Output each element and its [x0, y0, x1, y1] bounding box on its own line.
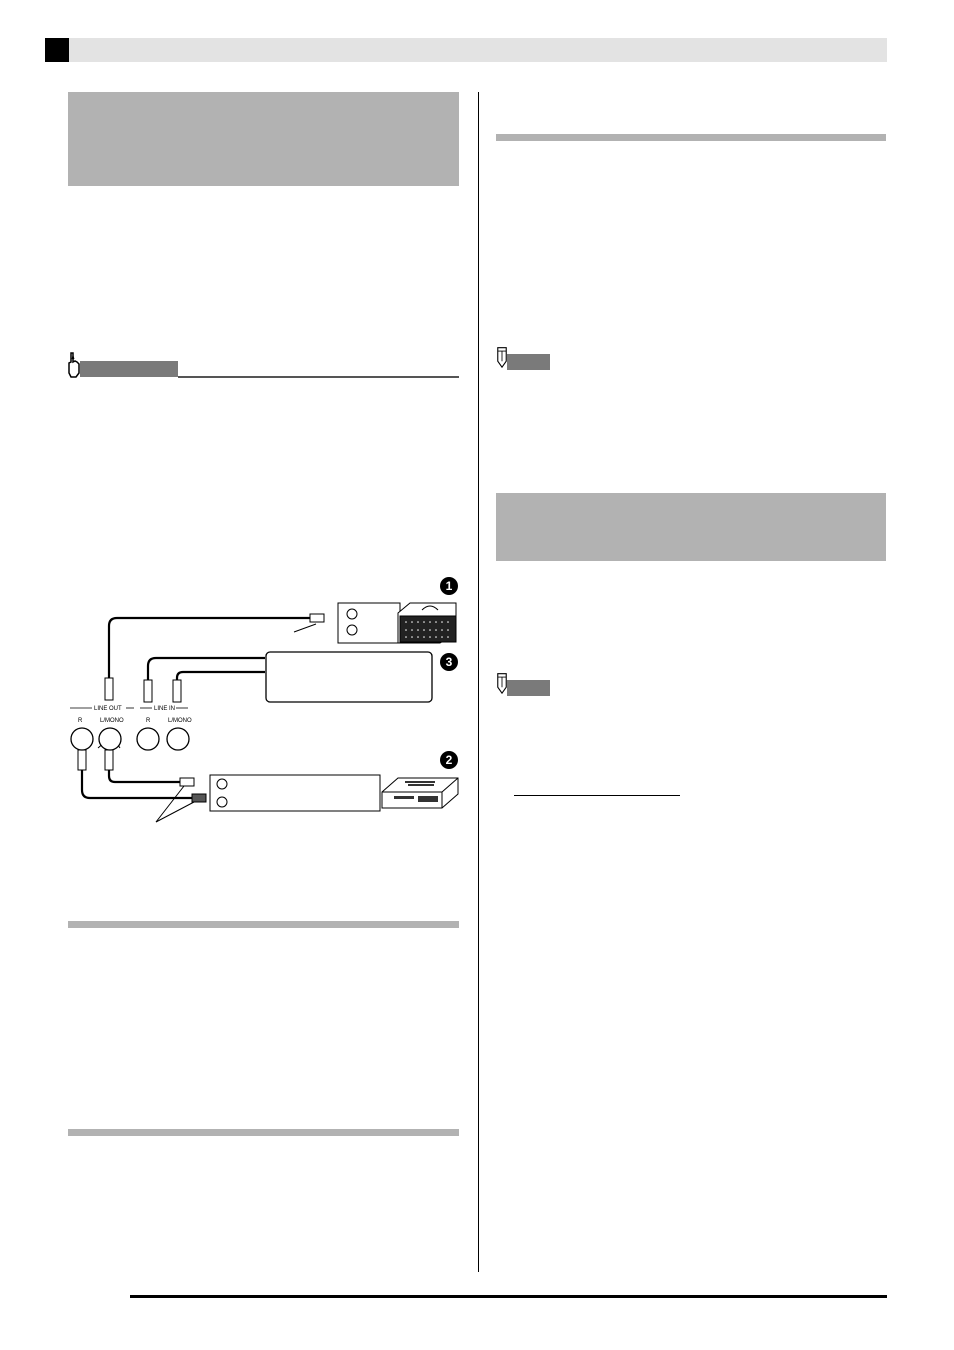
note-marker [495, 672, 555, 698]
note-tab [507, 354, 550, 370]
jack-in-lmono-label: L/MONO [168, 718, 192, 724]
page-header-band [69, 38, 887, 62]
page-tab-marker [45, 38, 69, 62]
jack-out-r-label: R [78, 718, 83, 724]
pencil-icon [497, 673, 507, 694]
section-heading-box [496, 493, 886, 561]
connection-diagram: LINE OUT LINE IN R L/MONO R L/MONO [70, 577, 459, 823]
line-out-label: LINE OUT [94, 706, 122, 712]
marker-1: 1 [446, 579, 453, 593]
reference-link-underline[interactable] [514, 795, 680, 796]
subsection-bar [68, 1129, 459, 1136]
jack-in-r-label: R [146, 718, 151, 724]
hint-tab [80, 361, 178, 377]
pencil-icon [497, 347, 507, 368]
important-hint [66, 351, 459, 381]
hint-rule [178, 376, 459, 378]
section-heading-box [68, 92, 459, 186]
note-marker [495, 346, 555, 372]
footer-rule [130, 1295, 887, 1298]
subsection-bar [68, 921, 459, 928]
line-in-label: LINE IN [154, 706, 175, 712]
pointing-hand-icon [68, 352, 80, 378]
subsection-bar [496, 134, 886, 141]
jack-out-lmono-label: L/MONO [100, 718, 124, 724]
marker-2: 2 [446, 753, 453, 767]
note-tab [507, 680, 550, 696]
column-divider [478, 92, 479, 1272]
marker-3: 3 [446, 655, 453, 669]
